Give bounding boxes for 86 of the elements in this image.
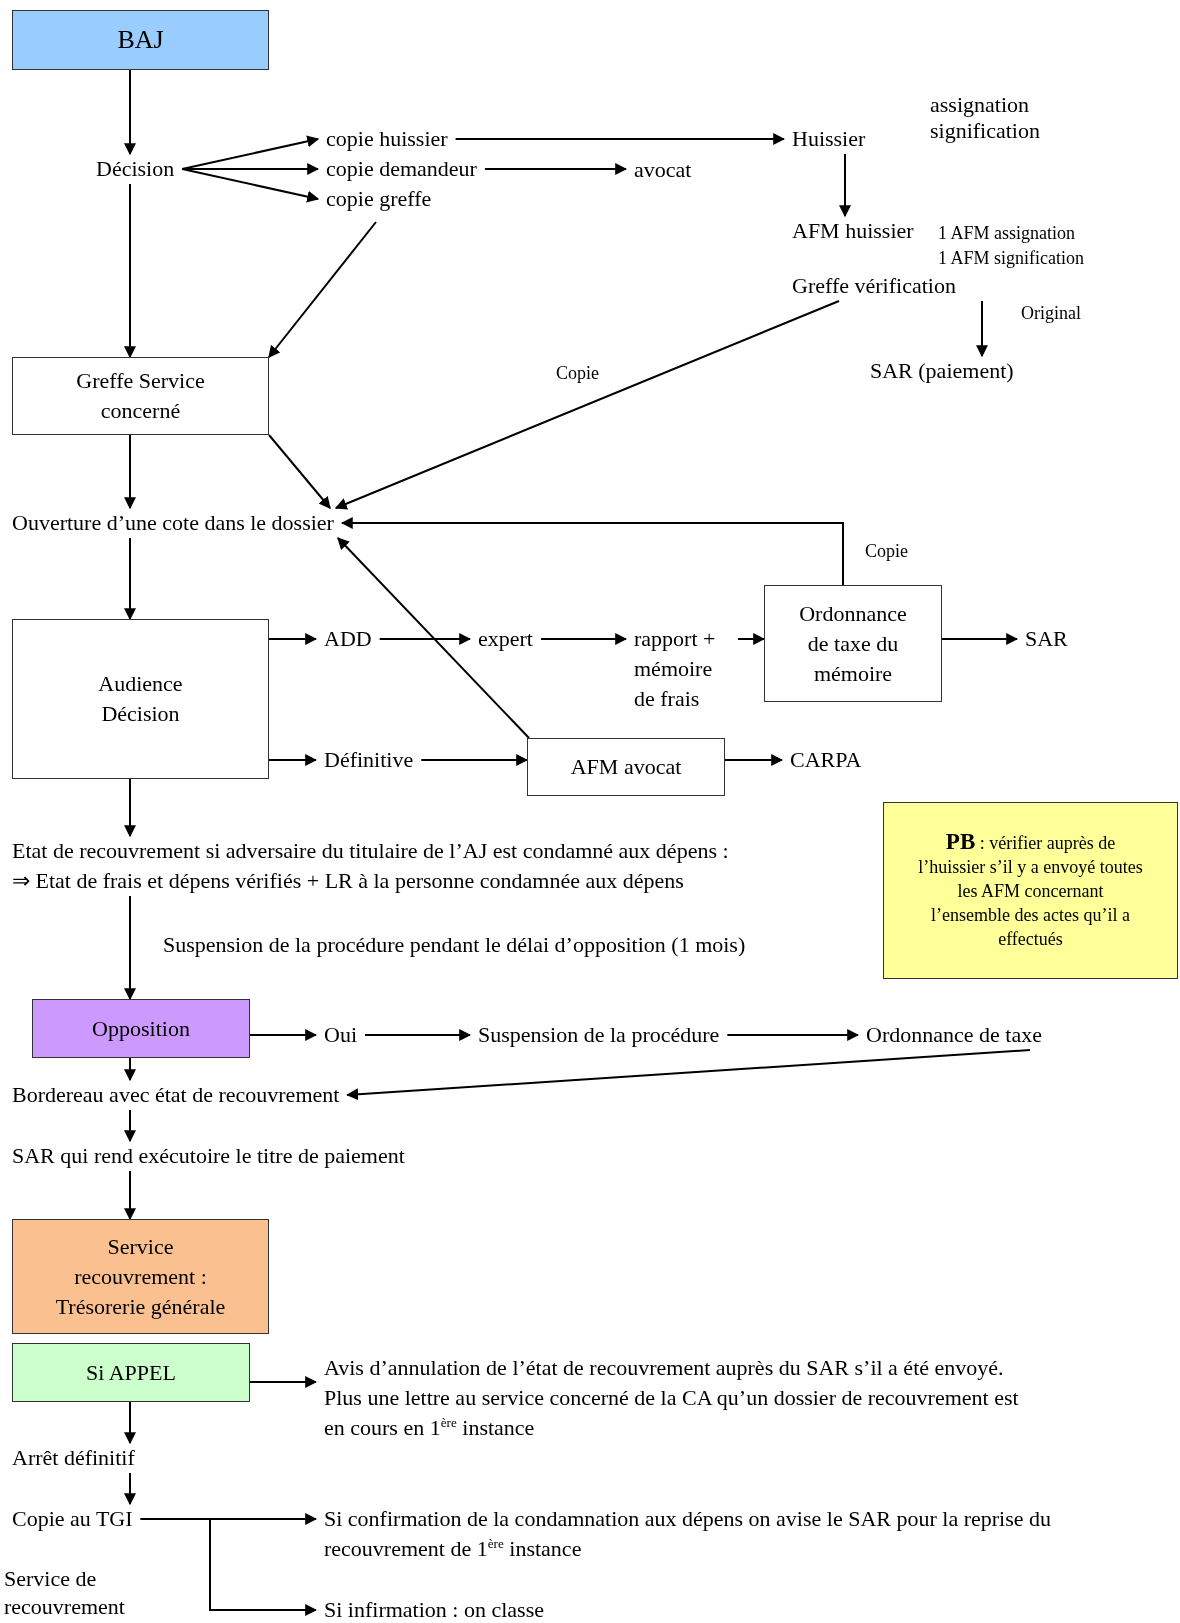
arrow <box>124 1401 136 1445</box>
step-text: SAR <box>1017 624 1076 654</box>
step-text: Etat de recouvrement si adversaire du titulaire de l’AJ est condamné aux dépens : <box>12 837 729 865</box>
arrow <box>124 434 136 510</box>
arrow <box>124 895 136 1001</box>
step-text: ADD <box>316 624 380 654</box>
box-text: Opposition <box>92 1014 190 1043</box>
arrow <box>124 1170 136 1221</box>
step-text: Copie au TGI <box>4 1504 141 1534</box>
arrow <box>249 1376 318 1388</box>
step-text: Bordereau avec état de recouvrement <box>4 1080 348 1110</box>
arrow <box>249 1029 318 1041</box>
arrow <box>336 537 530 739</box>
step-text: Oui <box>316 1020 365 1050</box>
side-note: 1 AFM signification <box>938 247 1084 270</box>
box-text: PB : vérifier auprès de l’huissier s’il y a envoyé toutes les AFM concernant l’ensemble des actes qu’il a effectués <box>917 830 1144 951</box>
step-text: CARPA <box>782 745 870 775</box>
arrow <box>268 633 318 645</box>
arrow <box>124 1057 136 1082</box>
step-text: Ordonnance de taxe <box>858 1020 1050 1050</box>
side-note: 1 AFM assignation <box>938 222 1075 245</box>
arrow <box>124 1109 136 1143</box>
step-text: SAR (paiement) <box>862 356 1022 386</box>
arrow <box>124 183 136 359</box>
box-text: Service recouvrement : Trésorerie générale <box>54 1232 227 1321</box>
step-text: Suspension de la procédure <box>470 1020 728 1050</box>
step-text: copie greffe <box>318 184 440 214</box>
arrow <box>839 153 851 218</box>
arrow <box>737 633 766 645</box>
process-box <box>527 738 725 796</box>
arrow <box>420 754 529 766</box>
step-text: Arrêt définitif <box>4 1443 143 1473</box>
arrow <box>340 517 844 586</box>
arrow <box>539 633 628 645</box>
arrow <box>124 778 136 838</box>
box-text: Greffe Service concerné <box>75 367 206 425</box>
process-box <box>12 619 269 779</box>
arrow <box>124 1472 136 1506</box>
step-text: Décision <box>88 154 183 184</box>
box-text: Audience Décision <box>97 670 184 728</box>
step-text: Ouverture d’une cote dans le dossier <box>4 508 342 538</box>
step-text: avocat <box>626 155 700 185</box>
step-text: ⇒ Etat de frais et dépens vérifiés + LR à la personne condamnée aux dépens <box>12 867 685 895</box>
arrow <box>124 69 136 156</box>
arrow <box>483 163 628 175</box>
arrow <box>378 633 472 645</box>
box-text: Si APPEL <box>86 1358 176 1387</box>
arrow <box>181 135 320 170</box>
step-text: Si confirmation de la condamnation aux dépens on avise le SAR pour la reprise du recouvrement de 1$^{ère}$ instance <box>316 1504 1106 1564</box>
step-text: copie demandeur <box>318 154 485 184</box>
arrow <box>941 633 1019 645</box>
process-box <box>12 1219 269 1334</box>
side-note: assignation signification <box>930 92 1041 144</box>
process-box <box>32 999 250 1058</box>
arrow <box>139 1518 318 1616</box>
arrow <box>726 1029 860 1041</box>
arrow <box>364 1029 472 1041</box>
step-text: SAR qui rend exécutoire le titre de paiement <box>4 1141 413 1171</box>
arrow <box>181 168 320 203</box>
box-text: BAJ <box>117 24 164 56</box>
process-box <box>12 357 269 435</box>
arrow <box>724 754 784 766</box>
arrow <box>268 754 318 766</box>
arrow <box>268 221 377 358</box>
process-box <box>12 10 269 70</box>
step-text: Si infirmation : on classe <box>316 1595 552 1623</box>
step-text: Greffe vérification <box>784 271 964 301</box>
arrow <box>976 300 988 358</box>
process-box <box>764 585 942 702</box>
arrow <box>346 1049 1031 1101</box>
arrow <box>124 537 136 621</box>
box-text: Ordonnance de taxe du mémoire <box>798 599 908 688</box>
process-box <box>12 1343 250 1402</box>
step-text: Huissier <box>784 124 874 154</box>
note-text: Service de recouvrement <box>4 1565 126 1621</box>
arrow <box>268 434 331 509</box>
step-text: Définitive <box>316 745 422 775</box>
step-text: AFM huissier <box>784 216 922 246</box>
box-text: AFM avocat <box>570 753 682 781</box>
step-text: copie huissier <box>318 124 456 154</box>
step-text: expert <box>470 624 541 654</box>
step-text: rapport + mémoire de frais <box>626 624 738 714</box>
step-text: Avis d’annulation de l’état de recouvrement auprès du SAR s’il a été envoyé. Plus une lettre au service concerné de la CA qu’un dossier de recouvrement est en cours en 1$^{ère}$ instance <box>316 1353 1051 1443</box>
arrow <box>334 300 840 510</box>
process-box <box>883 802 1178 979</box>
arrow <box>454 133 786 145</box>
